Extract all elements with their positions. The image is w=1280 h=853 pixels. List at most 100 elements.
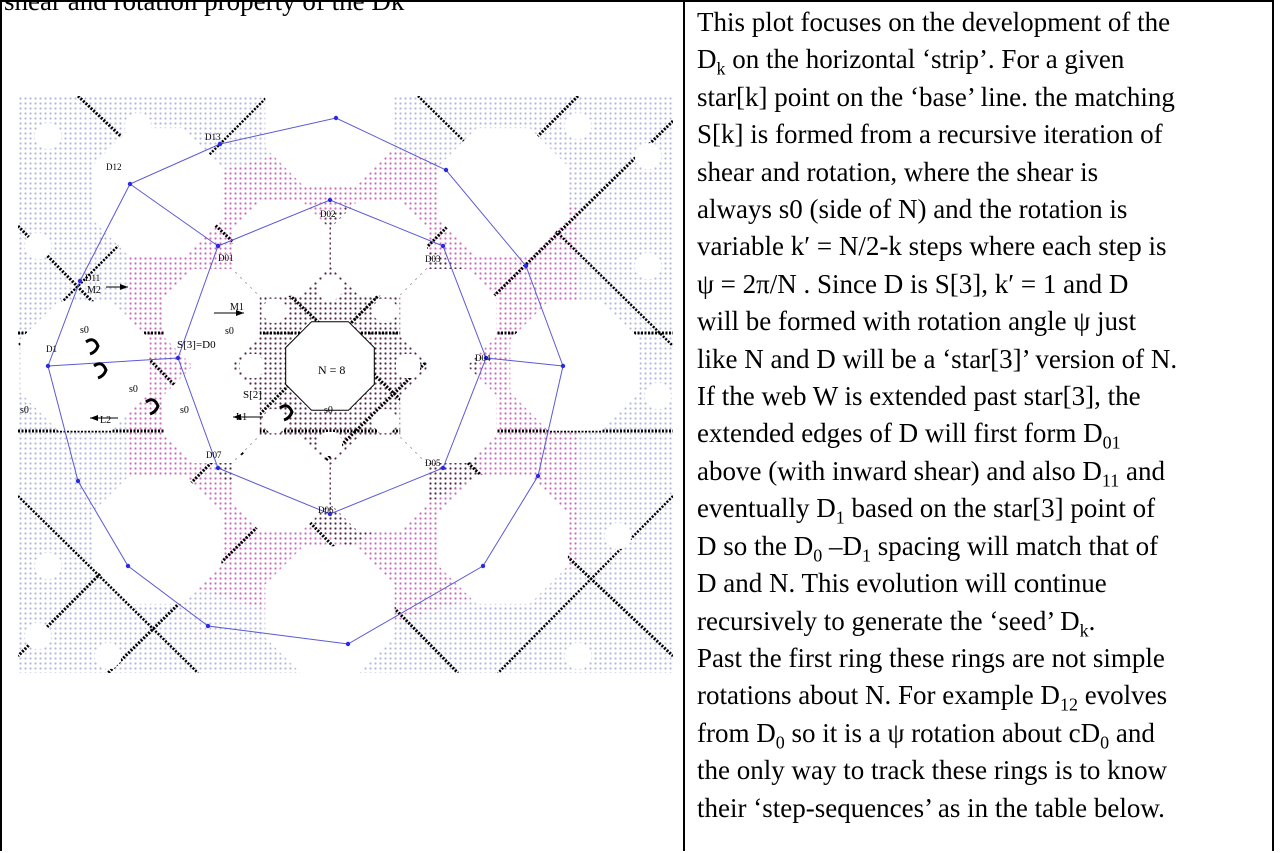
octagon: [645, 383, 671, 409]
text-line: If the web W is extended past star[3], t…: [697, 378, 1272, 415]
label-m1: M1: [230, 302, 244, 313]
dk-point: [524, 264, 528, 268]
octagon: [20, 301, 149, 430]
dk-point: [126, 564, 130, 568]
label-m2: M2: [87, 285, 101, 296]
dk-point: [481, 564, 485, 568]
label-d13: D13: [205, 132, 221, 142]
shear-label-5: s0: [180, 405, 189, 416]
octagon: [263, 299, 287, 323]
text-line: always s0 (side of N) and the rotation i…: [697, 191, 1272, 228]
dk-point: [46, 364, 50, 368]
octagon: [360, 450, 377, 467]
label-s3-d0: S[3]=D0: [177, 339, 216, 351]
label-d07: D07: [206, 450, 222, 460]
label-l1: L1: [236, 412, 247, 423]
octagon: [414, 319, 431, 336]
octagon: [125, 113, 151, 139]
octagon: [331, 436, 427, 532]
shear-label-2: s0: [225, 326, 234, 337]
center-label: N = 8: [318, 363, 345, 377]
octagon: [373, 409, 397, 433]
label-d11: D11: [85, 273, 100, 283]
dk-point: [216, 466, 220, 470]
octagon: [439, 475, 568, 604]
left-border: [0, 0, 2, 851]
octagon: [92, 475, 221, 604]
octagon: [92, 128, 221, 257]
shear-label-3: s0: [129, 384, 138, 395]
text-line: recursively to generate the ‘seed’ Dk.: [697, 603, 1272, 640]
octagon: [25, 233, 51, 259]
text-line: eventually D1 based on the star[3] point…: [697, 490, 1272, 527]
octagon: [35, 123, 61, 149]
dk-point: [561, 364, 565, 368]
octagon: [318, 276, 342, 300]
octagon: [565, 113, 591, 139]
octagon: [400, 367, 496, 463]
dk-point: [216, 244, 220, 248]
text-line: above (with inward shear) and also D11 a…: [697, 453, 1272, 490]
shear-label-1: s0: [80, 325, 89, 336]
octagon: [605, 523, 631, 549]
text-line: ψ = 2π/N . Since D is S[3], k′ = 1 and D: [697, 266, 1272, 303]
octagon: [233, 200, 329, 296]
octagon: [396, 354, 420, 378]
text-line: D so the D0 –D1 spacing will match that …: [697, 528, 1272, 565]
text-line: D and N. This evolution will continue: [697, 565, 1272, 602]
text-line: star[k] point on the ‘base’ line. the ma…: [697, 79, 1272, 116]
octagon: [565, 643, 591, 669]
dk-point: [176, 356, 180, 360]
label-d01: D01: [218, 253, 234, 263]
label-d04: D04: [475, 353, 491, 363]
octagon: [283, 450, 300, 467]
text-line: This plot focuses on the development of …: [697, 4, 1272, 41]
dk-point: [441, 244, 445, 248]
label-l2: L2: [100, 415, 111, 426]
label-d06: D06: [318, 505, 334, 515]
dk-point: [128, 182, 132, 186]
octagon: [25, 623, 51, 649]
text-line: their ‘step-sequences’ as in the table b…: [697, 790, 1272, 827]
shear-label-4: s0: [20, 405, 29, 416]
octagon: [373, 299, 397, 323]
octagon: [635, 143, 661, 169]
text-line: the only way to track these rings is to …: [697, 752, 1272, 789]
label-s2: S[2]: [243, 389, 262, 401]
label-d03: D03: [425, 254, 441, 264]
right-border: [1272, 0, 1274, 851]
dk-point: [536, 474, 540, 478]
text-line: rotations about N. For example D12 evolv…: [697, 677, 1272, 714]
top-border: [0, 0, 1274, 2]
dk-point: [328, 198, 332, 202]
column-divider: [683, 0, 685, 851]
dk-point: [441, 466, 445, 470]
label-d12: D12: [106, 162, 122, 172]
octagon: [331, 200, 427, 296]
dk-point: [76, 479, 80, 483]
octagon: [400, 269, 496, 365]
dk-point: [78, 279, 82, 283]
octagon: [233, 436, 329, 532]
dk-point: [346, 642, 350, 646]
dk-point: [206, 624, 210, 628]
dk-point: [444, 168, 448, 172]
text-line: will be formed with rotation angle ψ jus…: [697, 303, 1272, 340]
octagon: [510, 301, 639, 430]
octagon-web-plot: N = 8 S[3]=D0 S[2] D13 D12 D02 D01 D03 D…: [18, 96, 673, 673]
octagon: [283, 265, 300, 282]
octagon: [360, 265, 377, 282]
text-line: shear and rotation, where the shear is: [697, 154, 1272, 191]
label-d1: D1: [46, 344, 57, 354]
octagon: [35, 553, 61, 579]
text-line: from D0 so it is a ψ rotation about cD0 …: [697, 715, 1272, 752]
octagon: [318, 432, 342, 456]
text-line: S[k] is formed from a recursive iteratio…: [697, 116, 1272, 153]
dk-point: [218, 142, 222, 146]
text-line: Dk on the horizontal ‘strip’. For a give…: [697, 41, 1272, 78]
octagon: [635, 253, 661, 279]
text-line: Past the first ring these rings are not …: [697, 640, 1272, 677]
label-d02: D02: [320, 209, 336, 219]
octagon: [240, 354, 264, 378]
text-line: like N and D will be a ‘star[3]’ version…: [697, 341, 1272, 378]
